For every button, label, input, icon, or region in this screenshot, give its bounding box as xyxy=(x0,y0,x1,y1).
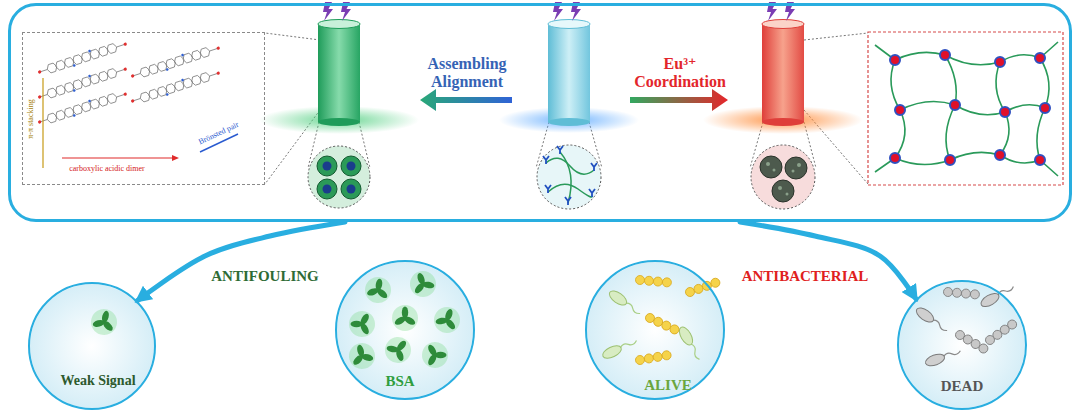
result-label: DEAD xyxy=(941,378,984,395)
network-inset xyxy=(868,32,1063,185)
europium-sites xyxy=(890,50,1050,165)
red-vial xyxy=(762,20,804,127)
free-chains xyxy=(537,145,601,209)
protein-symbols xyxy=(344,267,463,372)
process-arrow xyxy=(740,222,916,299)
dimer-arrow xyxy=(62,155,179,161)
cyan-vial xyxy=(548,20,590,127)
protein-symbol xyxy=(88,306,120,338)
result-circle: BSA xyxy=(335,260,475,400)
well-ground xyxy=(30,284,154,408)
inset-ground xyxy=(22,32,265,185)
coordinated-particles xyxy=(751,145,815,209)
polymer-network xyxy=(875,42,1058,176)
process-panel: Assembling Alignment Eu³⁺ Coordination π-π… xyxy=(8,3,1072,222)
pair-label: Brönsted pair xyxy=(197,121,240,147)
well-ground xyxy=(587,262,723,398)
live-bacteria xyxy=(601,275,721,365)
process-label: Assembling Alignment xyxy=(415,55,519,91)
assembled-particles xyxy=(308,146,370,208)
molecule-drawing xyxy=(36,38,221,128)
process-label: Eu³⁺ Coordination xyxy=(624,55,736,91)
effect-label: ANTIFOULING xyxy=(211,268,319,285)
assembly-arrow xyxy=(420,89,512,111)
result-circle: DEAD xyxy=(897,280,1027,410)
stacking-label: π-π stacking xyxy=(27,99,36,138)
well-ground xyxy=(337,262,473,398)
dimer-label: carboxylic acidic dimer xyxy=(69,165,145,174)
result-label: Weak Signal xyxy=(60,373,135,389)
dead-bacteria xyxy=(914,282,1018,368)
stacking-axis xyxy=(43,78,44,168)
result-label: ALIVE xyxy=(644,377,692,394)
coordination-arrow xyxy=(630,89,728,111)
result-label: BSA xyxy=(385,373,414,390)
structure-inset: π-π stacking carboxylic acidic dimer Bröns… xyxy=(22,32,265,185)
result-circle: ALIVE xyxy=(585,260,725,400)
process-arrow xyxy=(137,222,345,301)
effect-label: ANTIBACTERIAL xyxy=(742,268,869,285)
well-ground xyxy=(899,282,1025,408)
result-circle: Weak Signal xyxy=(28,282,156,410)
green-vial xyxy=(318,20,360,127)
